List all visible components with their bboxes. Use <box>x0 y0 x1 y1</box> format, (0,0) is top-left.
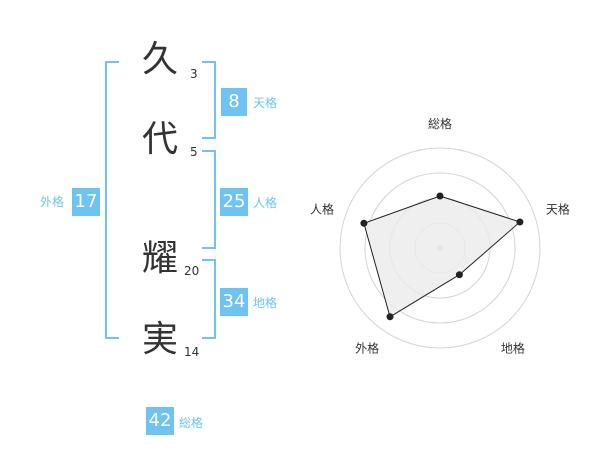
soukaku-value-box: 42 <box>146 407 174 435</box>
stroke-count-1: 3 <box>190 67 198 81</box>
radar-axis-label: 外格 <box>355 340 379 355</box>
radar-point <box>386 313 394 321</box>
radar-axis-label: 人格 <box>310 202 334 217</box>
jinkaku-bracket <box>202 150 216 249</box>
tenkaku-value-box: 8 <box>221 88 247 116</box>
radar-axis-label: 総格 <box>428 116 452 131</box>
stroke-count-3: 20 <box>184 264 200 278</box>
radar-data-area <box>363 195 521 318</box>
jinkaku-label: 人格 <box>253 196 278 210</box>
radar-points <box>360 192 524 321</box>
radar-point <box>360 219 368 227</box>
gaikaku-bracket <box>105 61 119 339</box>
radar-grid-ring <box>364 172 516 324</box>
radar-axis-label: 天格 <box>546 202 570 217</box>
jinkaku-value-box: 25 <box>220 188 248 216</box>
chikaku-bracket <box>202 259 216 339</box>
stroke-count-2: 5 <box>190 145 198 159</box>
radar-grid-ring <box>339 147 541 349</box>
tenkaku-label: 天格 <box>253 96 278 110</box>
name-char-1: 久 <box>141 39 178 80</box>
radar-axis-label: 地格 <box>501 340 525 355</box>
stroke-count-4: 14 <box>184 345 200 359</box>
soukaku-label: 総格 <box>179 416 204 430</box>
radar-point <box>436 192 444 200</box>
gaikaku-value-box: 17 <box>72 188 100 216</box>
radar-point <box>516 218 524 226</box>
name-char-3: 耀 <box>141 238 178 279</box>
radar-point <box>455 271 463 279</box>
chikaku-value-box: 34 <box>220 288 248 316</box>
gaikaku-label: 外格 <box>40 195 65 209</box>
name-char-2: 代 <box>141 119 178 160</box>
chikaku-label: 地格 <box>253 296 278 310</box>
tenkaku-bracket <box>202 61 216 139</box>
name-char-4: 実 <box>141 319 178 360</box>
